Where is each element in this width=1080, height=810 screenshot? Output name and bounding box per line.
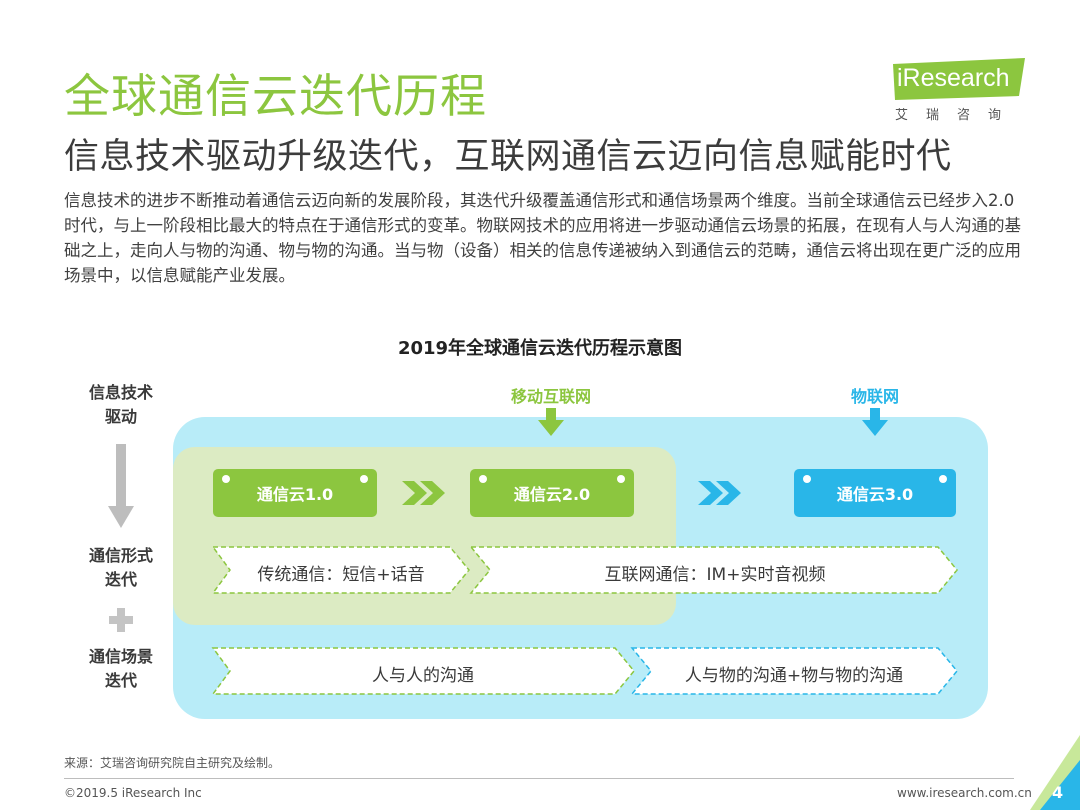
mobile-internet-arrow-icon [538, 408, 564, 436]
cloud-2-box: 通信云2.0 [470, 469, 634, 517]
band-traditional-text: 传统通信：短信+话音 [257, 565, 425, 585]
driver-label-line: 信息技术 [88, 383, 153, 402]
band-things-text: 人与物的沟通+物与物的沟通 [684, 666, 904, 686]
plus-icon [109, 608, 133, 632]
human-band-shape [211, 647, 635, 695]
driver-label-line: 驱动 [104, 407, 137, 426]
box-dot [803, 475, 811, 483]
box-dot [360, 475, 368, 483]
traditional-band-shape [211, 546, 470, 594]
stage-label-mobile: 移动互联网 [510, 387, 591, 406]
band-internet-text: 互联网通信：IM+实时音视频 [604, 565, 826, 585]
internet-band-shape [469, 546, 958, 594]
footer-divider [64, 778, 1014, 779]
page-subtitle: 信息技术驱动升级迭代，互联网通信云迈向信息赋能时代 [64, 137, 952, 177]
corner-decoration [1040, 760, 1080, 810]
things-band-shape [630, 647, 958, 695]
driver-label: 信息技术 驱动 [66, 381, 176, 429]
cloud-2-label: 通信云2.0 [513, 485, 591, 504]
box-dot [479, 475, 487, 483]
cloud-3-box: 通信云3.0 [794, 469, 956, 517]
form-label-line: 迭代 [104, 570, 137, 589]
scene-label-line: 通信场景 [88, 647, 153, 666]
cloud-3-label: 通信云3.0 [836, 485, 914, 504]
intro-paragraph: 信息技术的进步不断推动着通信云迈向新的发展阶段，其迭代升级覆盖通信形式和通信场景… [64, 191, 1021, 285]
scene-label-line: 迭代 [104, 671, 137, 690]
form-label: 通信形式 迭代 [66, 544, 176, 592]
cloud-1-label: 通信云1.0 [256, 485, 334, 504]
box-dot [939, 475, 947, 483]
logo-text: iResearch [897, 64, 1010, 92]
box-dot [617, 475, 625, 483]
cloud-1-box: 通信云1.0 [213, 469, 377, 517]
page-number: 4 [1052, 783, 1064, 802]
iresearch-logo: iResearch 艾瑞咨询 [893, 58, 1033, 123]
stage-label-iot: 物联网 [850, 387, 899, 406]
chevron-right-icon [698, 481, 741, 505]
band-human-text: 人与人的沟通 [372, 666, 474, 686]
iot-arrow-icon [862, 408, 888, 436]
copyright: ©2019.5 iResearch Inc [64, 786, 202, 800]
chevron-right-icon [402, 481, 445, 505]
logo-subtext: 艾瑞咨询 [895, 108, 1020, 123]
box-dot [222, 475, 230, 483]
form-label-line: 通信形式 [88, 546, 153, 565]
website-link[interactable]: www.iresearch.com.cn [897, 786, 1032, 800]
diagram-title: 2019年全球通信云迭代历程示意图 [397, 338, 683, 359]
page-title: 全球通信云迭代历程 [64, 69, 487, 123]
scene-label: 通信场景 迭代 [66, 645, 176, 693]
source-note: 来源：艾瑞咨询研究院自主研究及绘制。 [64, 756, 281, 770]
logo-banner-shape [893, 58, 1025, 100]
down-arrow-icon [108, 444, 134, 528]
